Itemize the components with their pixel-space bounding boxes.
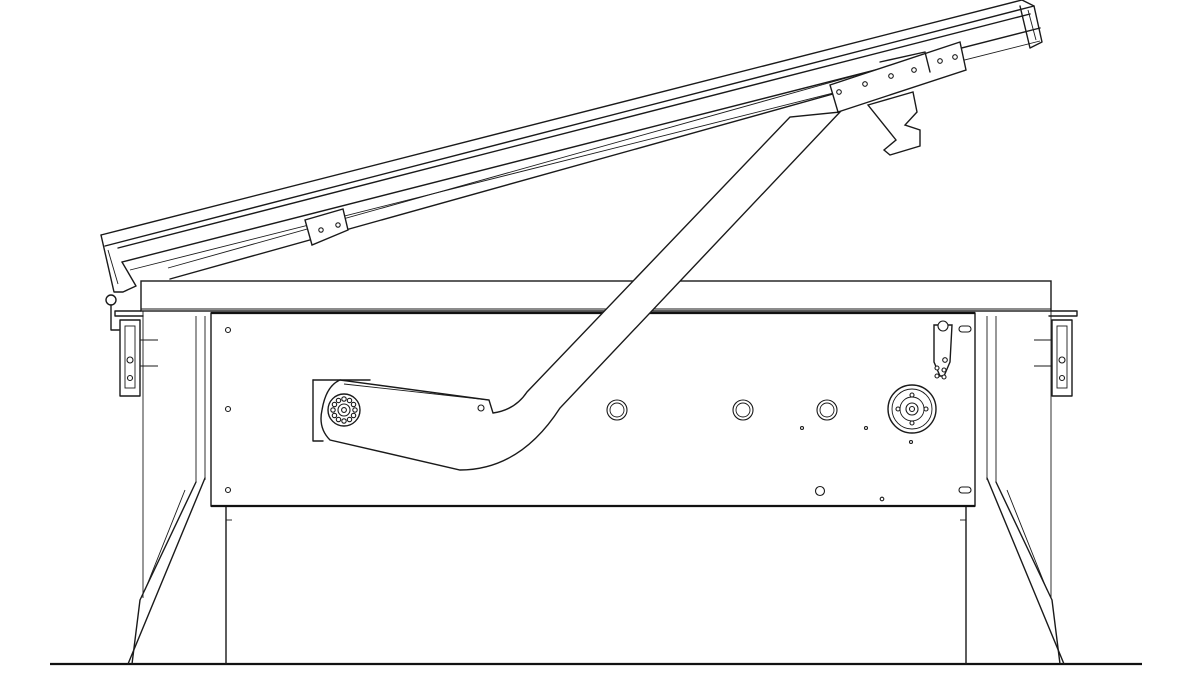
lid-clip-left-hole-2 [335, 222, 341, 228]
slot-bottom-right [958, 486, 972, 494]
tensioner-link [933, 320, 953, 380]
tiny-hole-1 [799, 425, 805, 431]
sprocket-tooth [350, 401, 357, 408]
boss-1 [606, 399, 628, 421]
sprocket-tooth [335, 416, 342, 423]
right-hinge [1034, 319, 1073, 397]
right-hinge-pin [1058, 356, 1066, 364]
hub-bolt-left [895, 406, 901, 412]
sprocket-tooth [335, 397, 342, 404]
left-hinge-plate [119, 319, 141, 397]
drive-hub [887, 384, 937, 434]
sprocket-tooth [341, 396, 347, 402]
lid-left-cap-inner [107, 249, 119, 285]
boss-2-inner [735, 402, 751, 418]
left-hinge-pin [126, 356, 134, 364]
lid-hinge-strap [110, 304, 120, 331]
right-hinge-pin-lower [1058, 374, 1066, 382]
sprocket-tooth [346, 397, 353, 404]
arm-body [320, 111, 842, 471]
tiny-hole-bottom [879, 496, 885, 502]
lid-right-cap-inner [1027, 9, 1037, 41]
right-leg-outer [986, 477, 1065, 665]
tiny-hole-2 [863, 425, 869, 431]
boss-3-inner [819, 402, 835, 418]
hub-axle [908, 405, 916, 413]
left-hinge-pin-lower [126, 374, 134, 382]
flange-rim [140, 280, 1052, 312]
lift-arm [312, 111, 842, 471]
top-flange [114, 280, 1078, 482]
lid-support-bracket [829, 41, 967, 156]
pivot-sprocket [327, 393, 361, 427]
arm-bracket-outline [312, 379, 324, 442]
sprocket-tooth [352, 407, 358, 413]
bracket-step [879, 51, 931, 73]
arm-link-pin [477, 404, 485, 412]
hub-ring-2 [891, 388, 933, 430]
hub-bolt-bottom [909, 420, 915, 426]
latch-hook [866, 91, 921, 156]
left-leg-inner [131, 481, 197, 665]
left-hinge [119, 319, 158, 397]
sprocket-tooth [331, 412, 338, 419]
mount-hole-bottom-left [224, 486, 232, 494]
tensioner-hole-3 [941, 367, 947, 373]
slot-top-right [958, 325, 972, 333]
tensioner-pivot [937, 320, 949, 332]
mount-hole-mid-left [224, 405, 232, 413]
bracket-hole-1 [836, 89, 842, 95]
bracket-hole-4 [911, 67, 917, 73]
bracket-hole-3 [888, 73, 894, 79]
left-step [114, 310, 144, 317]
bracket-hole-5 [937, 58, 943, 64]
arm-upper-edge [343, 383, 490, 401]
left-hinge-inset [124, 325, 136, 389]
lid-rail-3 [117, 13, 1031, 249]
sprocket-tooth [346, 416, 353, 423]
sprocket-tooth [331, 401, 338, 408]
lid-left-cap [100, 234, 137, 293]
tensioner-hole-2 [934, 365, 940, 371]
tensioner-hole-5 [941, 374, 947, 380]
boss-1-inner [609, 402, 625, 418]
mount-hole-top-left [224, 326, 232, 334]
small-hole-bottom [814, 485, 826, 497]
sprocket-tooth [341, 418, 347, 424]
bracket-plate [829, 41, 967, 113]
right-leg-brace [1006, 489, 1048, 591]
bracket-hole-6 [952, 54, 958, 60]
lid-rail-2 [104, 5, 1035, 247]
lid-clip-left-plate [304, 208, 349, 246]
sprocket-axle [341, 407, 347, 413]
tiny-hole-3 [908, 439, 914, 445]
lid-clip-left [304, 208, 349, 246]
lid-right-cap [1019, 0, 1043, 49]
sprocket-tooth [350, 412, 357, 419]
boss-3 [816, 399, 838, 421]
left-leg-brace [144, 489, 186, 591]
hatch-lid [100, 0, 1043, 331]
right-leg-inner [995, 481, 1061, 665]
right-hinge-plate [1051, 319, 1073, 397]
lid-hinge-knuckle [105, 294, 117, 306]
tensioner-hole-1 [942, 357, 948, 363]
bracket-hole-2 [862, 81, 868, 87]
right-hinge-inset [1056, 325, 1068, 389]
lid-inner-rail [169, 79, 884, 280]
lid-inner-rail-2 [167, 69, 876, 269]
sprocket-tooth [330, 407, 336, 413]
tensioner-hole-4 [934, 373, 940, 379]
lid-rail-outer [100, 0, 1023, 236]
lid-clip-left-hole-1 [318, 227, 324, 233]
side-hinges [119, 319, 1073, 397]
sprocket-teeth [330, 396, 358, 424]
right-step [1048, 310, 1078, 317]
boss-2 [732, 399, 754, 421]
hub-bolt-right [923, 406, 929, 412]
left-leg-outer [127, 477, 206, 665]
hub-bolt-top [909, 392, 915, 398]
